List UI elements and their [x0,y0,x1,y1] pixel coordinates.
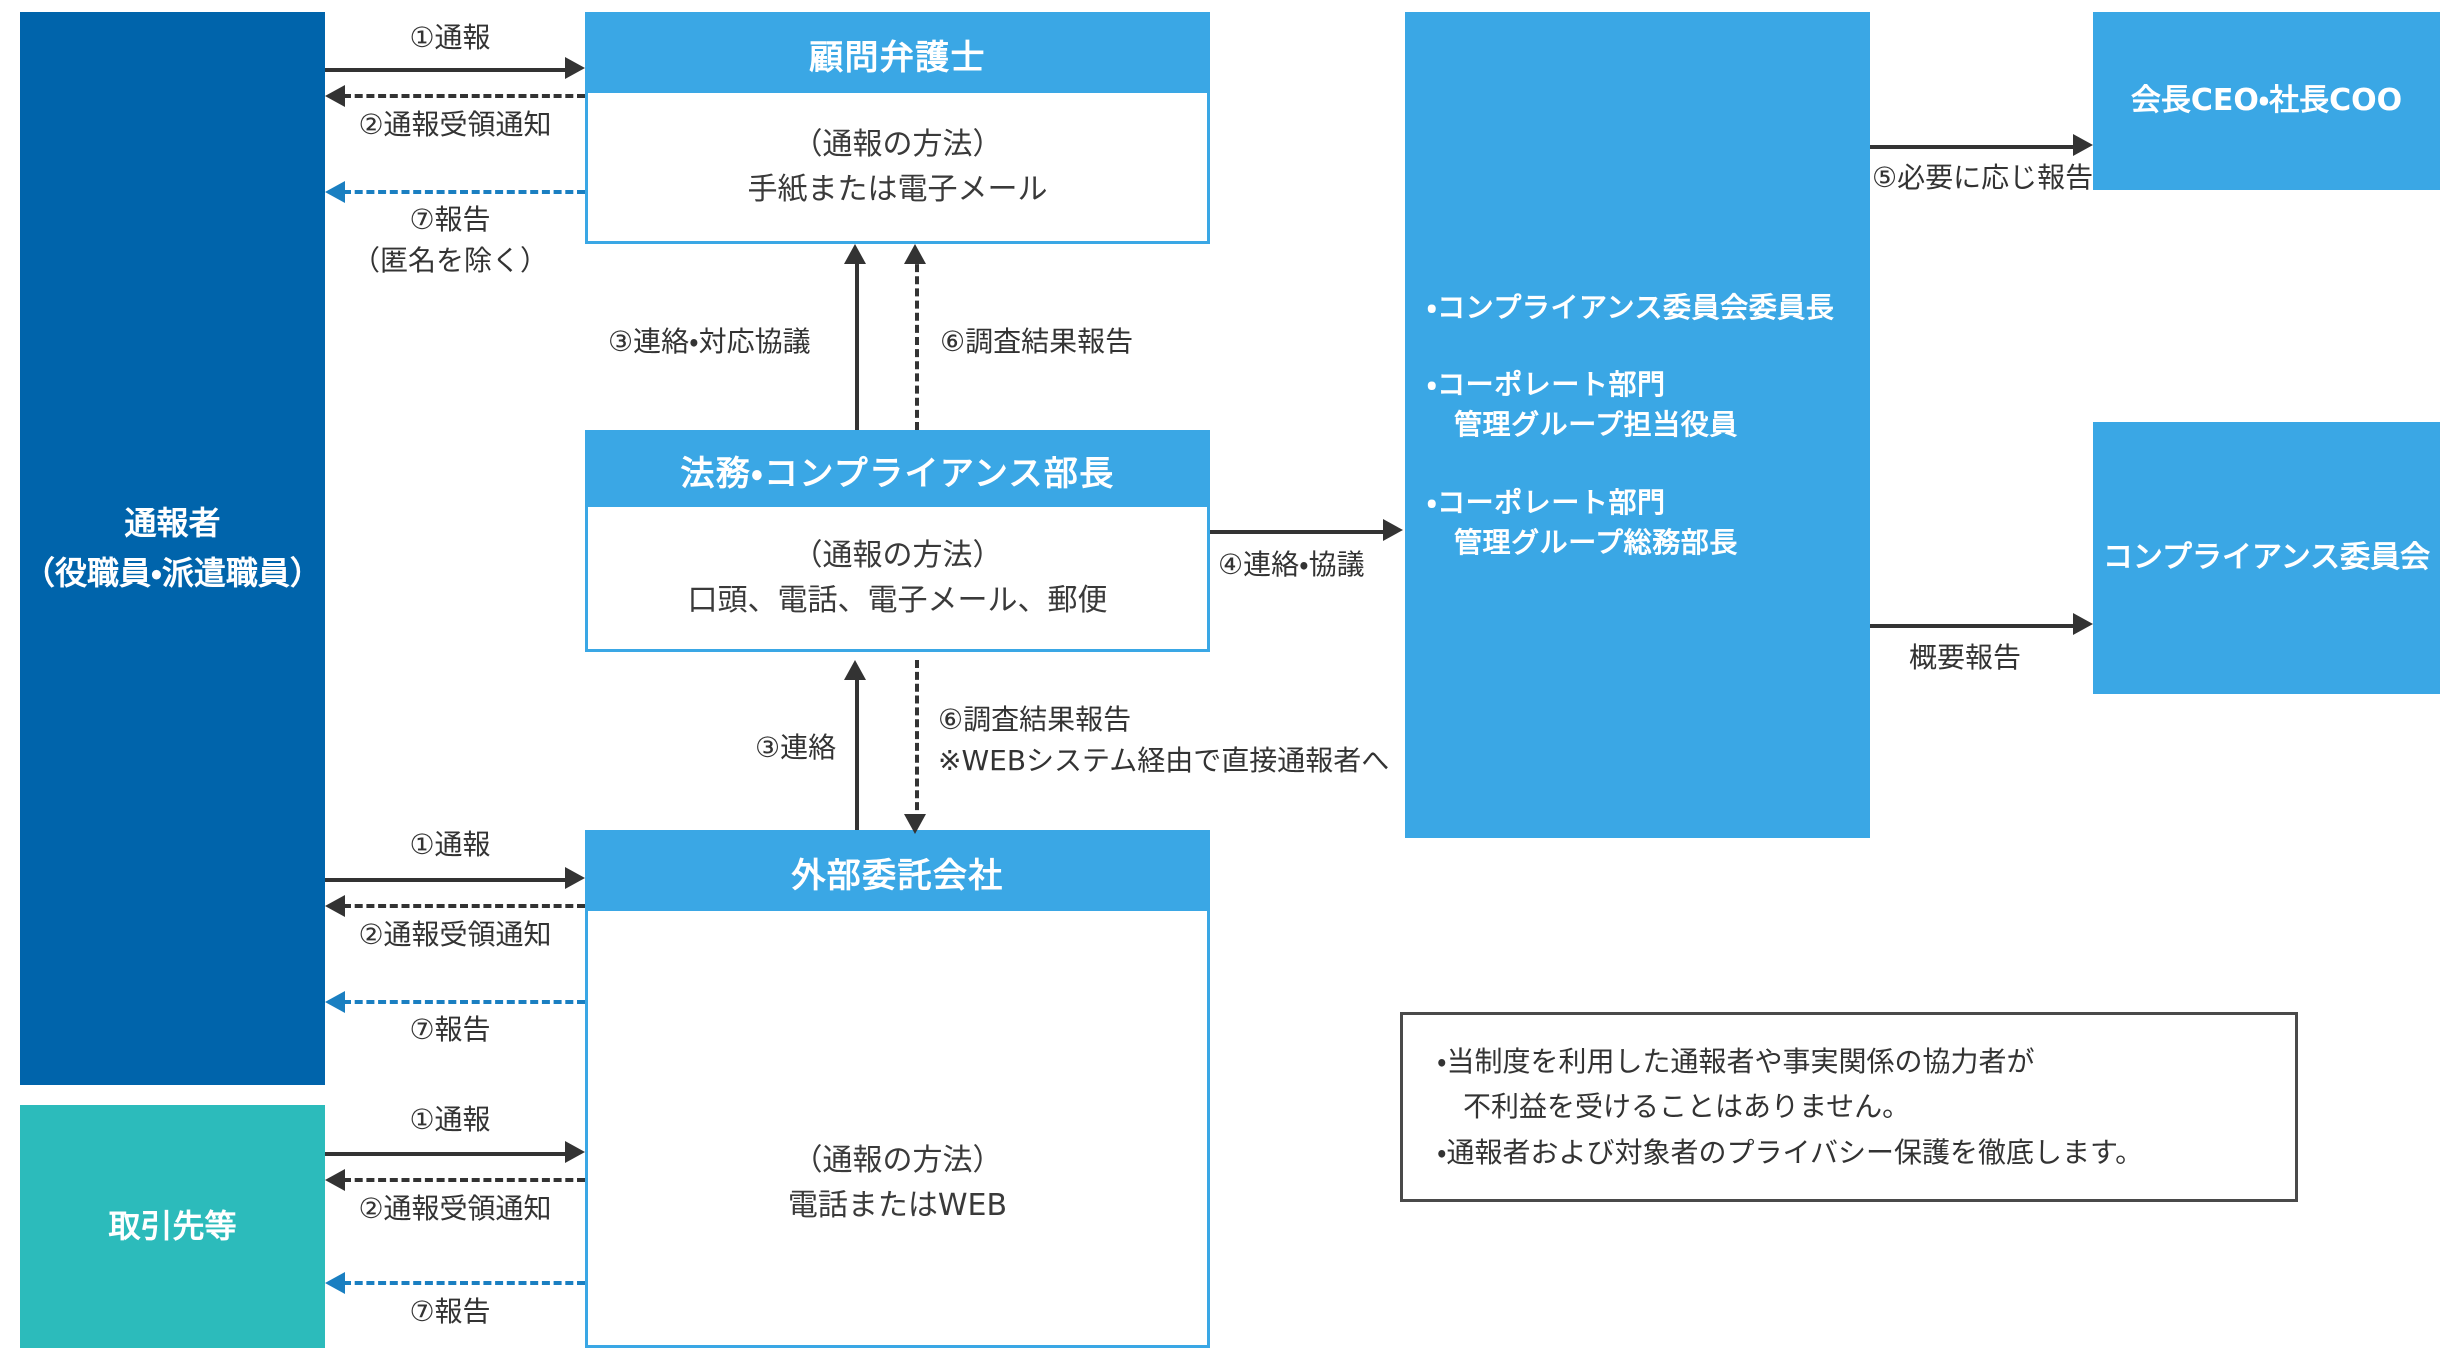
executive-ceo-coo-box: 会長CEO・社長COO [2093,12,2440,190]
channel-outsourced-card: 外部委託会社 （通報の方法） 電話またはWEB [585,830,1210,1348]
privacy-note-line-1: ・当制度を利用した通報者や事実関係の協力者が [1437,1044,2035,1078]
label-investigation-result-6: ⑥調査結果報告 [940,325,1134,358]
arrow-line-receipt-2-lawyer [343,94,585,98]
channel-outsourced-method-heading: （通報の方法） [792,1143,1003,1178]
arrow-line-report-7-outsourced [343,1000,585,1004]
arrowhead-receipt-2-outsourced [325,895,345,917]
committee-member-0-main: コンプライアンス委員会委員長 [1437,290,1835,324]
committee-members-block: ・コンプライアンス委員会委員長 ・コーポレート部門 管理グループ担当役員 ・コー… [1405,12,1870,838]
executive-ceo-coo-label: 会長CEO・社長COO [2130,82,2403,118]
label-contact-consult-3: ③連絡・対応協議 [608,325,811,358]
committee-member-1-sub: 管理グループ担当役員 [1454,408,1738,442]
channel-lawyer-method-heading: （通報の方法） [792,127,1003,162]
arrowhead-summary-report [2073,613,2093,635]
label-report-7-lawyer-note: （匿名を除く） [351,243,549,277]
arrowhead-report-7-outsourced [325,991,345,1013]
committee-member-0: ・コンプライアンス委員会委員長 [1427,290,1835,324]
committee-member-2-sub: 管理グループ総務部長 [1454,525,1738,559]
label-investigation-result-6-web: ⑥調査結果報告 ※WEBシステム経由で直接通報者へ [938,700,1389,781]
channel-legal-method-detail: 口頭、電話、電子メール、郵便 [687,583,1108,618]
label-report-1-outsourced: ①通報 [409,828,491,861]
channel-legal-title: 法務・コンプライアンス部長 [588,433,1207,507]
compliance-committee-label: コンプライアンス委員会 [2102,539,2431,575]
arrow-line-contact-3-outsourced [855,668,859,830]
arrow-line-report-1-lawyer [325,68,567,72]
arrow-line-receipt-2-outsourced [343,904,585,908]
arrowhead-receipt-2-partner [325,1169,345,1191]
arrow-line-result-6-outsourced [915,660,919,822]
arrowhead-result-6-lawyer [904,244,926,264]
arrow-line-contact-3-lawyer [855,252,859,430]
arrowhead-receipt-2-lawyer [325,85,345,107]
arrowhead-report-7-partner [325,1272,345,1294]
channel-lawyer-card: 顧問弁護士 （通報の方法） 手紙または電子メール [585,12,1210,244]
reporter-internal-line2: （役職員・派遣職員） [23,553,322,592]
label-report-7-partner: ⑦報告 [409,1295,491,1328]
label-report-7-lawyer-main: ⑦報告 [409,203,491,236]
arrow-line-receipt-2-partner [343,1178,585,1182]
arrowhead-report-5 [2073,134,2093,156]
arrowhead-report-1-lawyer [565,57,585,79]
reporter-internal-line1: 通報者 [124,503,221,542]
arrowhead-contact-3-outsourced [844,660,866,680]
compliance-committee-box: コンプライアンス委員会 [2093,422,2440,694]
label-contact-3: ③連絡 [755,731,837,764]
channel-legal-card: 法務・コンプライアンス部長 （通報の方法） 口頭、電話、電子メール、郵便 [585,430,1210,652]
reporter-internal-box: 通報者 （役職員・派遣職員） [20,12,325,1085]
arrowhead-report-1-partner [565,1141,585,1163]
arrowhead-contact-4 [1383,519,1403,541]
arrowhead-report-1-outsourced [565,867,585,889]
arrow-line-result-6-lawyer [915,252,919,430]
label-report-1-partner: ①通報 [409,1103,491,1136]
privacy-note-line-3: ・通報者および対象者のプライバシー保護を徹底します。 [1437,1135,2144,1169]
committee-member-2: ・コーポレート部門 管理グループ総務部長 [1427,483,1870,563]
label-report-1-lawyer: ①通報 [409,21,491,54]
reporter-partner-box: 取引先等 [20,1105,325,1348]
arrow-line-contact-4 [1210,530,1385,534]
privacy-note-box: ・当制度を利用した通報者や事実関係の協力者が 不利益を受けることはありません。 … [1400,1012,2298,1202]
channel-legal-body: （通報の方法） 口頭、電話、電子メール、郵便 [588,507,1207,649]
committee-member-2-main: コーポレート部門 [1437,485,1666,519]
channel-outsourced-method-detail: 電話またはWEB [787,1188,1008,1223]
channel-lawyer-title: 顧問弁護士 [588,15,1207,93]
arrow-line-report-7-lawyer [343,190,585,194]
reporter-partner-label: 取引先等 [108,1206,237,1245]
label-report-as-needed-5: ⑤必要に応じ報告 [1872,161,2094,194]
arrowhead-result-6-outsourced [904,814,926,834]
arrowhead-report-7-lawyer [325,181,345,203]
label-result-6-web-main: ⑥調査結果報告 [938,703,1132,736]
channel-lawyer-body: （通報の方法） 手紙または電子メール [588,93,1207,241]
label-receipt-2-partner: ②通報受領通知 [358,1192,552,1225]
reporter-internal-text: 通報者 （役職員・派遣職員） [23,499,322,598]
label-report-7-outsourced: ⑦報告 [409,1013,491,1046]
label-contact-negotiate-4: ④連絡・協議 [1218,548,1365,581]
label-receipt-2-outsourced: ②通報受領通知 [358,918,552,951]
privacy-note-line-2: 不利益を受けることはありません。 [1463,1090,1911,1124]
committee-member-1-main: コーポレート部門 [1437,368,1666,402]
channel-outsourced-body: （通報の方法） 電話またはWEB [588,911,1207,1345]
arrow-line-report-7-partner [343,1281,585,1285]
label-report-7-lawyer: ⑦報告 （匿名を除く） [352,200,548,281]
channel-legal-method-heading: （通報の方法） [792,538,1003,573]
channel-outsourced-title: 外部委託会社 [588,833,1207,911]
channel-lawyer-method-detail: 手紙または電子メール [747,172,1048,207]
arrowhead-contact-3-lawyer [844,244,866,264]
arrow-line-summary-report [1870,624,2075,628]
committee-member-1: ・コーポレート部門 管理グループ担当役員 [1427,365,1870,445]
arrow-line-report-1-partner [325,1152,567,1156]
label-result-6-web-note: ※WEBシステム経由で直接通報者へ [938,743,1390,777]
arrow-line-report-1-outsourced [325,878,567,882]
label-receipt-2-lawyer: ②通報受領通知 [358,108,552,141]
label-summary-report: 概要報告 [1908,641,2022,674]
arrow-line-report-5 [1870,145,2075,149]
